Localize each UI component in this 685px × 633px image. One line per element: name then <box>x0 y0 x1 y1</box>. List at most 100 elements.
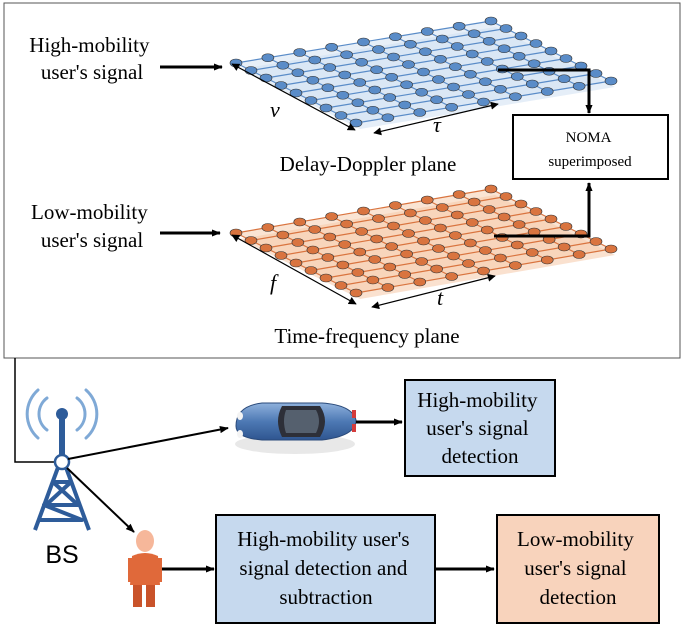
grid-node <box>417 236 430 246</box>
grid-node <box>449 231 462 240</box>
grid-node <box>540 255 554 265</box>
grid-node <box>527 59 541 69</box>
grid-node <box>274 251 288 260</box>
grid-node <box>589 237 603 246</box>
grid-node <box>509 261 522 270</box>
grid-node <box>306 75 320 85</box>
grid-node <box>484 16 498 26</box>
time-frequency-grid <box>229 184 618 299</box>
high-mobility-detection-label: High-mobility user's signal detection <box>417 388 542 468</box>
grid-node <box>308 225 322 234</box>
grid-node <box>353 78 367 87</box>
grid-node <box>434 54 447 64</box>
grid-node <box>557 74 571 84</box>
dd-axis-left-label: v <box>270 97 280 122</box>
high-mobility-input-label: High-mobility user's signal <box>29 33 154 84</box>
grid-node <box>325 212 338 221</box>
grid-node <box>402 229 415 238</box>
grid-node <box>452 190 466 199</box>
grid-node <box>349 288 363 298</box>
grid-node <box>482 36 496 46</box>
grid-node <box>452 21 466 31</box>
grid-node <box>381 283 395 292</box>
grid-node <box>319 273 333 283</box>
car-icon <box>235 402 357 454</box>
grid-node <box>357 37 370 47</box>
grid-node <box>482 205 496 214</box>
low-mobility-input-label: Low-mobility user's signal <box>31 200 153 252</box>
grid-node <box>368 255 382 264</box>
grid-node <box>510 72 524 81</box>
sic-box <box>215 514 436 624</box>
grid-node <box>340 50 353 60</box>
dd-axis-right-label: τ <box>433 112 442 137</box>
grid-node <box>415 257 428 266</box>
grid-node <box>434 223 447 233</box>
grid-node <box>353 247 367 257</box>
grid-node <box>604 244 618 254</box>
grid-node <box>289 258 303 268</box>
grid-node <box>383 262 397 272</box>
grid-node <box>589 69 603 78</box>
grid-node <box>336 260 350 270</box>
grid-node <box>293 48 307 57</box>
grid-node <box>572 250 586 259</box>
grid-node <box>450 42 464 51</box>
grid-node <box>450 210 464 220</box>
grid-node <box>404 39 417 49</box>
grid-node <box>557 242 571 252</box>
grid-node <box>479 77 492 87</box>
grid-node <box>389 201 402 210</box>
grid-node <box>323 63 337 72</box>
grid-node <box>351 268 365 277</box>
dd-axis-right-arrow <box>373 101 499 136</box>
delay-doppler-caption: Delay-Doppler plane <box>280 152 457 176</box>
grid-node <box>261 53 275 63</box>
grid-node <box>400 80 413 90</box>
grid-node <box>604 76 618 86</box>
tf-axis-right-label: t <box>437 285 444 310</box>
grid-node <box>510 240 524 250</box>
grid-node <box>372 45 385 54</box>
grid-node <box>404 208 417 218</box>
grid-node <box>259 243 273 253</box>
grid-node <box>512 51 526 61</box>
grid-node <box>464 238 477 248</box>
grid-node <box>447 82 460 92</box>
grid-node <box>413 108 427 117</box>
grid-node <box>338 70 352 80</box>
grid-node <box>484 184 498 194</box>
grid-node <box>291 238 305 247</box>
grid-node <box>319 103 333 113</box>
grid-node <box>447 251 460 261</box>
time-frequency-caption: Time-frequency plane <box>274 324 459 348</box>
grid-node <box>465 49 479 59</box>
grid-node <box>402 60 415 69</box>
grid-node <box>544 214 558 224</box>
grid-node <box>355 227 368 236</box>
grid-node <box>349 118 363 128</box>
grid-node <box>559 54 573 63</box>
grid-node <box>497 44 511 54</box>
grid-node <box>338 240 352 249</box>
delay-doppler-grid <box>229 16 618 129</box>
grid-node <box>229 228 243 238</box>
grid-node <box>419 47 432 57</box>
grid-node <box>398 270 412 279</box>
panel-to-bs-connector <box>14 358 57 463</box>
grid-node <box>366 105 380 115</box>
grid-node <box>559 222 573 231</box>
grid-node <box>370 65 383 75</box>
grid-node <box>415 87 428 97</box>
grid-node <box>308 55 322 65</box>
tf-axis-left-arrow <box>231 234 357 305</box>
grid-node <box>334 281 348 290</box>
top-panel-frame <box>3 2 681 359</box>
grid-node <box>259 73 273 83</box>
grid-node <box>529 207 543 216</box>
dd-output-connector <box>498 68 593 114</box>
dd-axis-left-arrow <box>231 63 356 131</box>
grid-node <box>432 244 445 253</box>
grid-node <box>480 57 494 66</box>
grid-node <box>244 66 258 75</box>
